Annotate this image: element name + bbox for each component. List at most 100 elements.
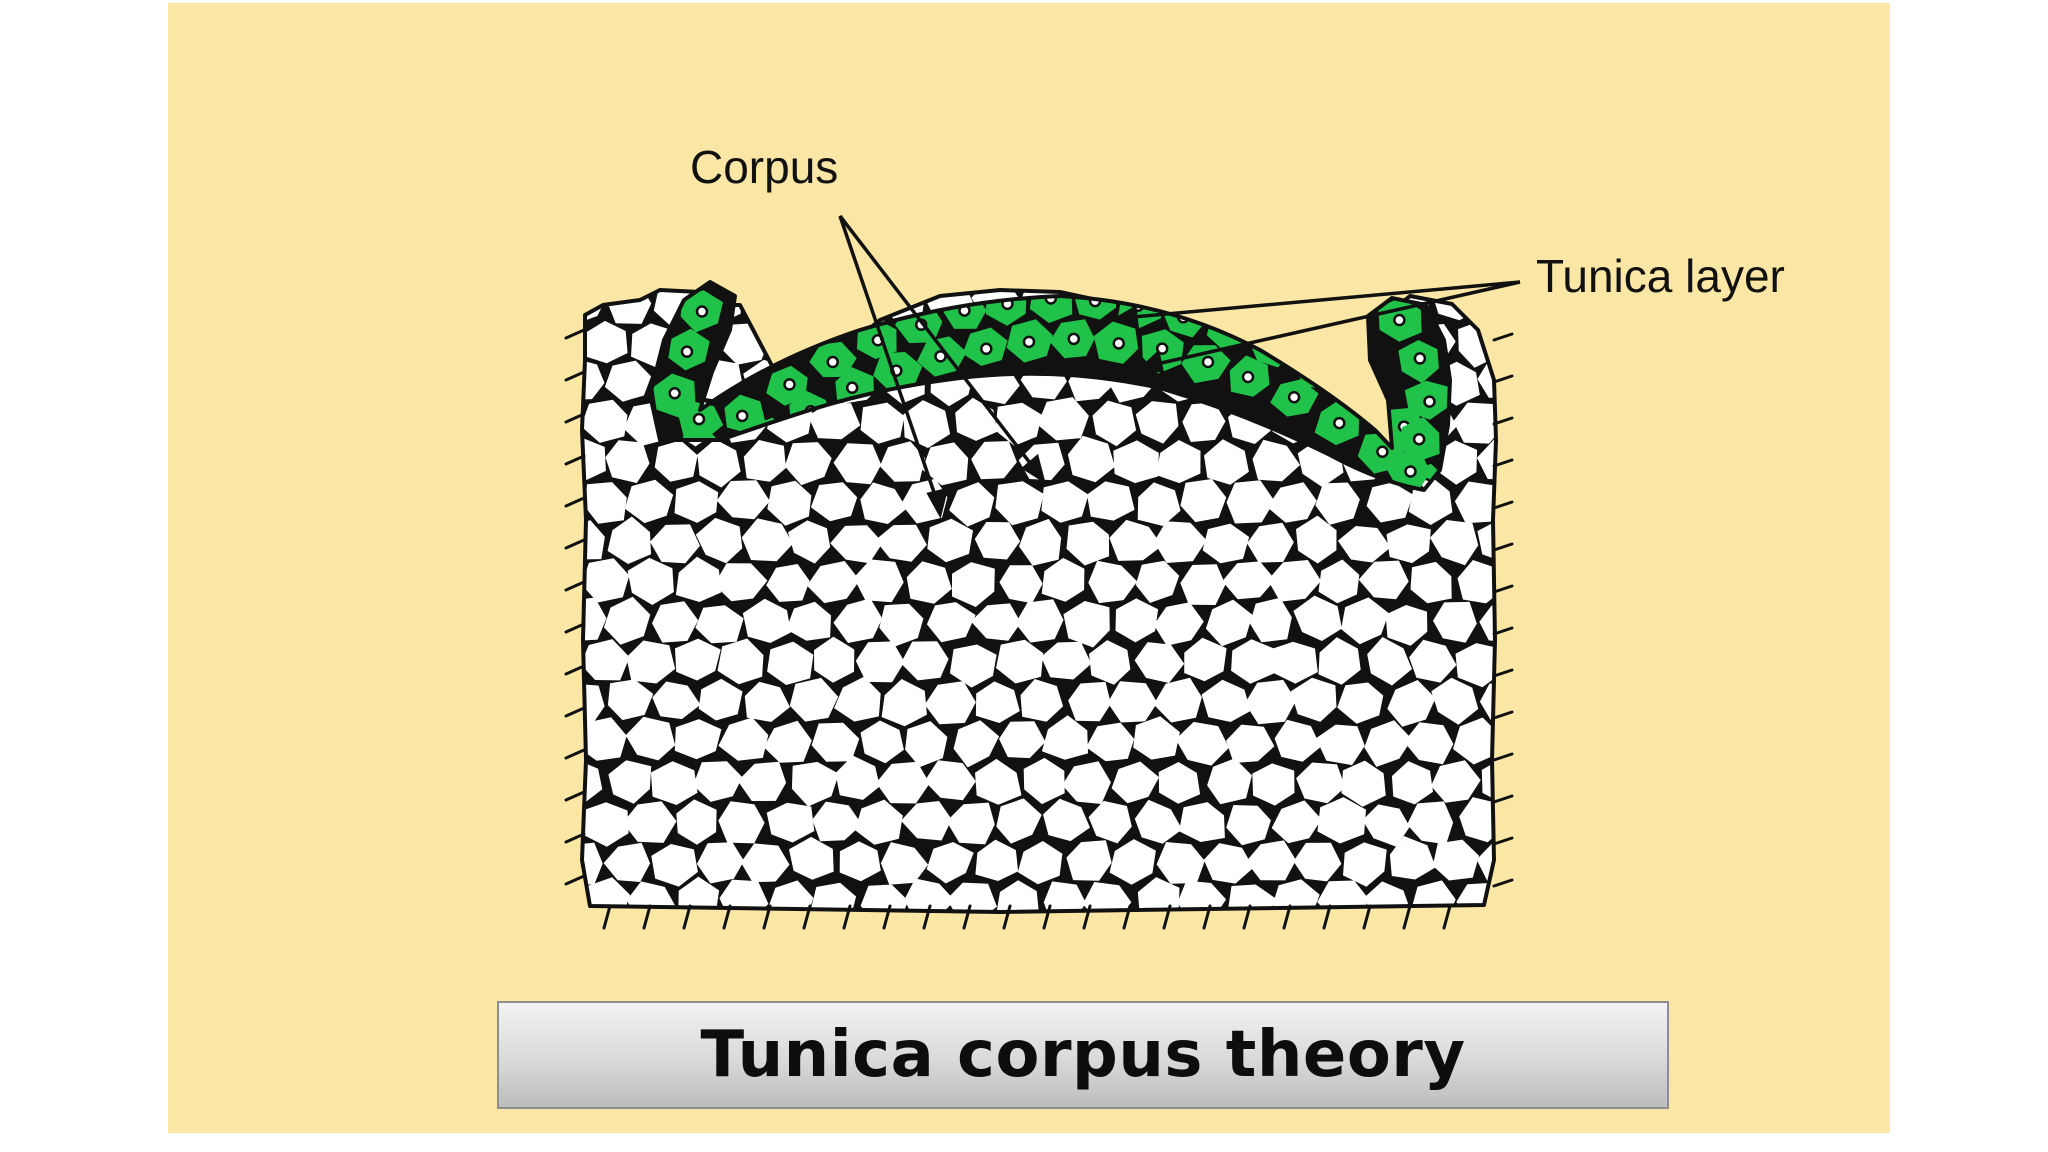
tunica-layer-callout: Tunica layer — [1111, 250, 1785, 374]
corpus-callout: Corpus — [690, 141, 1046, 519]
corpus-cell — [1017, 841, 1063, 885]
corpus-cell — [767, 641, 814, 685]
corpus-cell — [922, 442, 969, 486]
cell-wall-spike — [1492, 374, 1514, 384]
corpus-cell — [879, 603, 924, 647]
corpus-cell — [1062, 761, 1111, 804]
corpus-cell — [627, 557, 674, 605]
corpus-cell — [1318, 637, 1361, 685]
corpus-cell — [654, 440, 698, 482]
cell-wall-spike — [564, 790, 586, 802]
cell-wall-spike — [882, 904, 892, 930]
slide-title: Tunica corpus theory — [700, 1018, 1466, 1092]
corpus-label: Corpus — [690, 141, 838, 193]
cell-wall-spike — [1362, 904, 1372, 930]
corpus-cell — [1041, 557, 1085, 602]
corpus-cell — [766, 802, 815, 843]
corpus-arrow — [838, 214, 1046, 484]
corpus-cell — [855, 641, 905, 683]
corpus-cell — [582, 399, 628, 443]
corpus-cell — [674, 481, 719, 523]
corpus-cell — [1432, 839, 1479, 881]
corpus-cell — [1137, 482, 1181, 526]
corpus-cell — [1135, 560, 1180, 603]
corpus-cell — [1245, 679, 1297, 725]
cell-nucleus — [1201, 355, 1215, 369]
cell-wall-spike — [762, 904, 772, 930]
corpus-cell — [651, 844, 698, 887]
corpus-cell — [582, 597, 607, 642]
corpus-cell — [1476, 439, 1496, 480]
corpus-cell — [1431, 760, 1481, 803]
cell-nucleus — [1022, 335, 1036, 349]
corpus-cell — [974, 522, 1021, 560]
corpus-cell — [1499, 321, 1545, 362]
corpus-cell — [1092, 400, 1137, 447]
corpus-cell — [626, 640, 676, 684]
corpus-cell — [693, 761, 743, 802]
corpus-cell — [906, 561, 952, 604]
corpus-cell — [1205, 599, 1253, 647]
corpus-cell — [1182, 402, 1226, 442]
corpus-cell — [924, 760, 976, 801]
corpus-cell — [583, 320, 628, 364]
corpus-cell — [1337, 682, 1384, 724]
corpus-cell — [1404, 722, 1454, 765]
corpus-cell — [1267, 560, 1322, 602]
corpus-cell — [1180, 564, 1226, 605]
corpus-cell — [1316, 724, 1365, 766]
corpus-cell — [650, 761, 698, 805]
cell-wall-spike — [1492, 752, 1514, 762]
cell-wall-spike — [564, 454, 586, 466]
corpus-cell — [926, 842, 974, 884]
corpus-cell — [901, 478, 948, 524]
corpus-cell — [1365, 881, 1412, 912]
corpus-cell — [1068, 681, 1111, 722]
cell-wall-spike — [682, 904, 692, 930]
corpus-cell — [1066, 840, 1112, 881]
corpus-cell — [767, 480, 812, 526]
corpus-cell — [1501, 723, 1548, 765]
corpus-cell — [740, 843, 790, 883]
corpus-cell — [675, 556, 722, 602]
cell-wall-spike — [842, 904, 852, 930]
corpus-cell — [696, 842, 744, 884]
corpus-cell — [1037, 397, 1089, 441]
corpus-cell — [814, 636, 855, 683]
corpus-cell — [996, 798, 1042, 844]
cell-wall-spike — [962, 904, 972, 930]
corpus-cell — [833, 443, 882, 485]
corpus-cell — [1043, 798, 1090, 842]
corpus-cell — [927, 518, 973, 563]
corpus-cell — [1341, 597, 1389, 645]
cell-nucleus — [1241, 370, 1255, 384]
cell-nucleus — [1067, 332, 1080, 346]
corpus-cell — [1179, 802, 1225, 842]
corpus-cell — [975, 758, 1022, 805]
cell-wall-spike — [1492, 416, 1514, 426]
corpus-cell — [833, 598, 883, 643]
cell-nucleus — [934, 350, 947, 363]
corpus-cell — [926, 602, 976, 643]
corpus-cell — [830, 525, 883, 564]
corpus-cell — [1222, 561, 1276, 600]
corpus-cell — [1066, 521, 1110, 566]
corpus-cell — [717, 638, 764, 685]
corpus-cell — [811, 722, 860, 762]
corpus-cell — [697, 439, 741, 488]
cell-wall-spike — [1202, 904, 1212, 930]
corpus-cell — [1153, 521, 1207, 563]
corpus-cell — [607, 679, 654, 721]
corpus-cell — [970, 603, 1021, 641]
corpus-cell — [1500, 480, 1545, 520]
corpus-cell — [1343, 842, 1387, 887]
cell-nucleus — [695, 305, 709, 318]
corpus-cell — [1505, 881, 1549, 924]
cell-wall-spike — [1492, 332, 1514, 342]
corpus-cell — [744, 681, 790, 722]
cell-nucleus — [1287, 391, 1301, 404]
cell-wall-spike — [1492, 542, 1514, 552]
corpus-cell — [714, 563, 768, 602]
corpus-cell — [789, 677, 839, 722]
